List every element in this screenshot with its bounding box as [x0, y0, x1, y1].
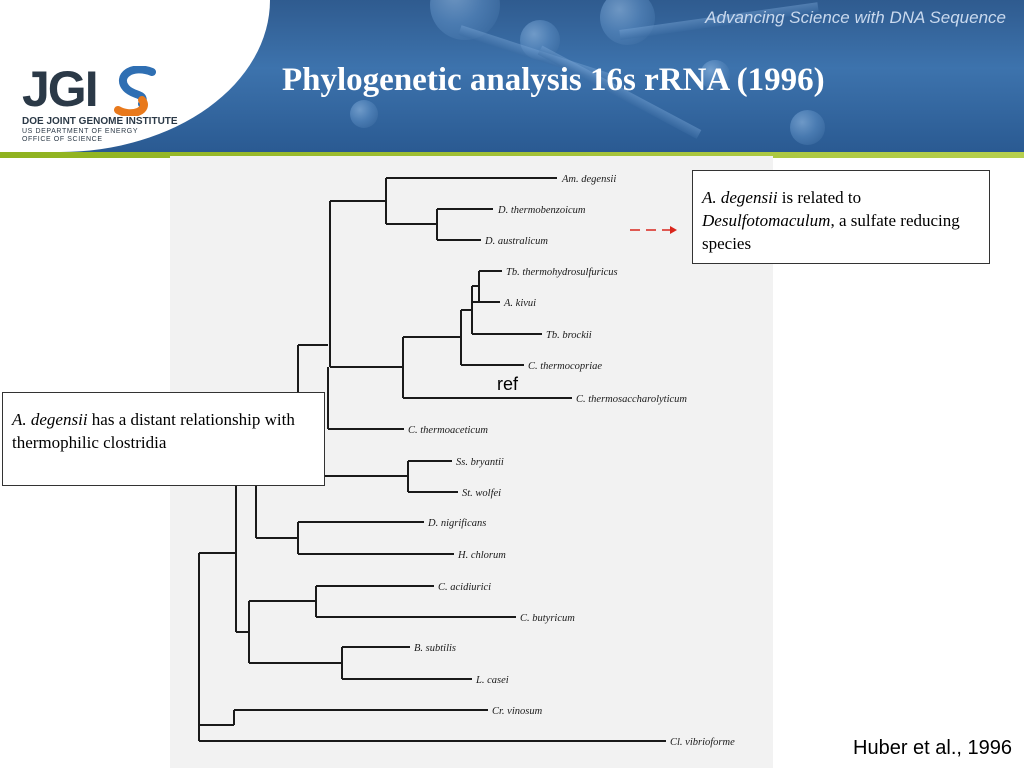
- header-accent-stripe: [0, 152, 1024, 158]
- tree-leaf-label: C. butyricum: [520, 613, 575, 624]
- logo-institute-name: DOE JOINT GENOME INSTITUTE: [22, 116, 178, 127]
- tree-leaf-label: Tb. thermohydrosulfuricus: [506, 267, 618, 278]
- tree-leaf-label: L. casei: [475, 675, 509, 686]
- tree-leaf-label: C. thermosaccharolyticum: [576, 394, 687, 405]
- slide-title: Phylogenetic analysis 16s rRNA (1996): [282, 62, 825, 98]
- note-text: has a distant relationship with thermoph…: [12, 410, 295, 452]
- annotation-box-related: A. degensii is related to Desulfotomacul…: [692, 170, 990, 264]
- molecule-decoration: [600, 0, 655, 45]
- jgi-wordmark: JGI: [22, 61, 99, 117]
- tree-leaf-label: Cr. vinosum: [492, 706, 543, 717]
- header-tagline: Advancing Science with DNA Sequence: [705, 8, 1006, 27]
- molecule-decoration: [350, 100, 378, 128]
- tree-leaf-label: C. thermocopriae: [528, 361, 602, 372]
- tree-leaf-label: B. subtilis: [414, 643, 456, 654]
- tree-leaf-label: Cl. vibrioforme: [670, 737, 735, 748]
- tree-leaf-label: D. australicum: [484, 236, 548, 247]
- logo-office: OFFICE OF SCIENCE: [22, 136, 103, 143]
- tree-leaf-label: C. thermoaceticum: [408, 425, 488, 436]
- note-species-name: A. degensii: [702, 188, 778, 207]
- ref-label: ref: [497, 374, 519, 394]
- tree-leaf-label: St. wolfei: [462, 488, 501, 499]
- molecule-decoration: [790, 110, 825, 145]
- annotation-box-distant: A. degensii has a distant relationship w…: [2, 392, 325, 486]
- note-genus-name: Desulfotomaculum: [702, 211, 831, 230]
- tree-leaf-label: Tb. brockii: [546, 330, 592, 341]
- tree-leaf-label: Ss. bryantii: [456, 457, 504, 468]
- note-text: is related to: [777, 188, 862, 207]
- tree-leaf-label: C. acidiurici: [438, 582, 491, 593]
- tree-leaf-label: D. nigrificans: [427, 518, 486, 529]
- jgi-swirl-icon: [114, 66, 156, 116]
- logo-department: US DEPARTMENT OF ENERGY: [22, 128, 139, 135]
- tree-leaf-label: H. chlorum: [457, 550, 506, 561]
- note-species-name: A. degensii: [12, 410, 88, 429]
- molecule-decoration: [700, 60, 730, 90]
- pointer-arrow-icon: [630, 226, 677, 234]
- note-text: , a sulfate reducing species: [702, 211, 960, 253]
- citation: Huber et al., 1996: [853, 737, 1012, 759]
- header-banner: JGI DOE JOINT GENOME INSTITUTE US DEPART…: [0, 0, 1024, 152]
- tree-leaf-label: A. kivui: [503, 298, 536, 309]
- tree-leaf-label: D. thermobenzoicum: [497, 205, 586, 216]
- tree-leaf-label: Am. degensii: [561, 174, 616, 185]
- molecule-decoration: [520, 20, 560, 60]
